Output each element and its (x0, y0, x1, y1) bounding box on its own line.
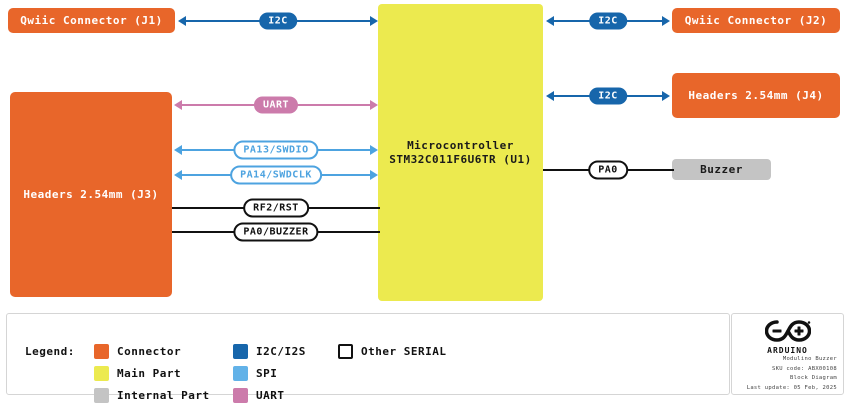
legend-swatch-connector (94, 344, 109, 359)
legend-label: Connector (117, 345, 182, 358)
arrow-left-icon (178, 16, 186, 26)
connection-j3-u1-buzzer: PA0/BUZZER (172, 221, 380, 243)
signal-label-rf2-rst: RF2/RST (243, 198, 309, 218)
legend-item-main-part: Main Part (94, 366, 181, 381)
meta-sku-code: SKU code: ABX00108 (771, 365, 837, 372)
arrow-left-icon (174, 145, 182, 155)
block-diagram-canvas: Qwiic Connector (J1) Headers 2.54mm (J3)… (8, 4, 840, 301)
meta-product-name: Modulino Buzzer (782, 356, 837, 362)
arduino-wordmark: ARDUINO (767, 346, 808, 355)
block-headers-j3[interactable]: Headers 2.54mm (J3) (10, 92, 172, 297)
arrow-right-icon (662, 91, 670, 101)
title-block-panel: ARDUINO Modulino Buzzer SKU code: ABX001… (731, 313, 844, 395)
block-headers-j4[interactable]: Headers 2.54mm (J4) (672, 73, 840, 118)
block-qwiic-connector-j2[interactable]: Qwiic Connector (J2) (672, 8, 840, 33)
meta-document-type: Block Diagram (790, 375, 837, 382)
signal-label-pa13-swdio: PA13/SWDIO (233, 140, 319, 160)
connection-u1-j4-i2c: I2C (546, 85, 670, 107)
connection-j3-u1-uart: UART (174, 94, 378, 116)
connection-j3-u1-swdio: PA13/SWDIO (174, 139, 378, 161)
block-label: Qwiic Connector (J2) (684, 13, 828, 27)
arrow-right-icon (370, 100, 378, 110)
connection-j3-u1-swdclk: PA14/SWDCLK (174, 164, 378, 186)
legend-swatch-spi (233, 366, 248, 381)
arrow-right-icon (370, 170, 378, 180)
arrow-left-icon (174, 170, 182, 180)
arrow-left-icon (546, 16, 554, 26)
arrow-right-icon (662, 16, 670, 26)
arrow-left-icon (174, 100, 182, 110)
arrow-right-icon (370, 16, 378, 26)
connection-u1-j2-i2c: I2C (546, 10, 670, 32)
block-label: Headers 2.54mm (J4) (688, 88, 824, 102)
block-label-line2: STM32C011F6U6TR (U1) (389, 152, 532, 166)
block-buzzer[interactable]: Buzzer (672, 159, 771, 180)
meta-last-update: Last update: 05 Feb, 2025 (746, 384, 837, 391)
signal-label-pa0-buzzer: PA0/BUZZER (233, 222, 319, 242)
legend-item-i2c-i2s: I2C/I2S (233, 344, 306, 359)
legend-title: Legend: (25, 345, 75, 358)
title-block-meta: Modulino Buzzer SKU code: ABX00108 Block… (747, 355, 837, 394)
legend-item-connector: Connector (94, 344, 181, 359)
block-qwiic-connector-j1[interactable]: Qwiic Connector (J1) (8, 8, 175, 33)
connection-u1-buzzer-pa0: PA0 (543, 159, 674, 181)
legend-swatch-other-serial (338, 344, 353, 359)
connection-j1-u1-i2c: I2C (178, 10, 378, 32)
signal-label-pa14-swdclk: PA14/SWDCLK (230, 165, 322, 185)
legend-label: UART (256, 389, 285, 402)
arduino-infinity-icon (764, 320, 811, 342)
legend-item-internal-part: Internal Part (94, 388, 210, 403)
signal-label-uart: UART (253, 96, 299, 114)
block-label: Headers 2.54mm (J3) (23, 187, 159, 201)
legend-label: Other SERIAL (361, 345, 447, 358)
legend-label: Internal Part (117, 389, 210, 402)
legend-label: SPI (256, 367, 278, 380)
legend-swatch-internal-part (94, 388, 109, 403)
signal-label-i2c: I2C (589, 12, 627, 30)
block-label: Buzzer (700, 162, 743, 176)
arrow-left-icon (546, 91, 554, 101)
legend-swatch-i2c-i2s (233, 344, 248, 359)
block-label: Qwiic Connector (J1) (20, 13, 163, 27)
block-microcontroller-u1[interactable]: Microcontroller STM32C011F6U6TR (U1) (378, 4, 543, 301)
arduino-logo: ARDUINO (764, 319, 811, 355)
legend-item-other-serial: Other SERIAL (338, 344, 446, 359)
legend-item-spi: SPI (233, 366, 277, 381)
arrow-right-icon (370, 145, 378, 155)
legend-label: I2C/I2S (256, 345, 306, 358)
connection-j3-u1-rst: RF2/RST (172, 197, 380, 219)
legend-swatch-main-part (94, 366, 109, 381)
legend-label: Main Part (117, 367, 182, 380)
legend-item-uart: UART (233, 388, 285, 403)
signal-label-pa0: PA0 (588, 160, 628, 180)
signal-label-i2c: I2C (589, 87, 627, 105)
legend-panel: Legend: Connector Main Part Internal Par… (6, 313, 730, 403)
signal-label-i2c: I2C (259, 12, 297, 30)
legend-swatch-uart (233, 388, 248, 403)
block-label-line1: Microcontroller (407, 138, 514, 152)
